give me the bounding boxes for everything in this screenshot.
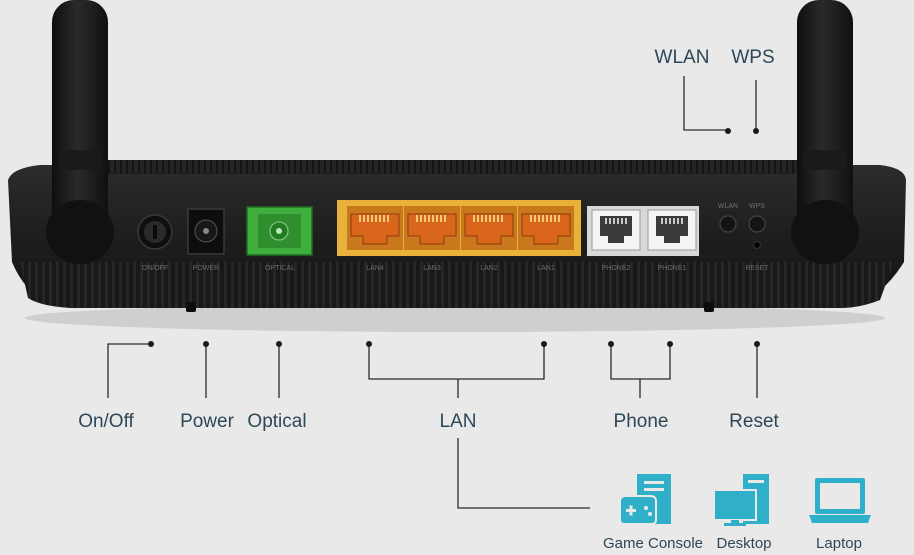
right-antenna [791, 0, 859, 264]
lan2-jack [461, 206, 517, 250]
phone1-jack [647, 209, 697, 251]
onoff-label: On/Off [78, 411, 134, 432]
top-callout-dots [725, 128, 759, 134]
phone2-port-text: PHONE2 [602, 265, 631, 272]
lan1-jack [518, 206, 574, 250]
phone-label: Phone [613, 411, 669, 432]
wps-label: WPS [731, 47, 775, 68]
onoff-button [137, 214, 173, 250]
power-label: Power [180, 411, 234, 432]
lan4-port-text: LAN4 [366, 265, 384, 272]
device-label-laptop: Laptop [816, 535, 862, 552]
power-jack [187, 208, 225, 255]
wlan-button [719, 215, 737, 233]
onoff-port-text: ON/OFF [142, 265, 168, 272]
bottom-callout-dots [148, 341, 760, 347]
reset-label: Reset [729, 411, 779, 432]
wps-port-text: WPS [749, 203, 765, 210]
reset-pinhole [753, 241, 761, 249]
device-label-desktop: Desktop [716, 535, 772, 552]
top-callout-lines [683, 76, 757, 131]
lan4-jack [347, 206, 403, 250]
reset-port-text: RESET [745, 265, 769, 272]
optical-port-text: OPTICAL [265, 265, 295, 272]
lan-label: LAN [439, 411, 477, 432]
laptop-icon [809, 478, 871, 523]
game-console-icon [619, 474, 671, 525]
left-antenna [46, 0, 114, 264]
optical-port [246, 206, 313, 256]
lan3-port-text: LAN3 [423, 265, 441, 272]
bottom-callout-lines [107, 343, 758, 509]
lan2-port-text: LAN2 [480, 265, 498, 272]
power-port-text: POWER [193, 265, 219, 272]
desktop-icon [713, 474, 769, 526]
wlan-port-text: WLAN [718, 203, 738, 210]
wlan-label: WLAN [654, 47, 710, 68]
phone-ports [587, 206, 699, 256]
optical-label: Optical [247, 411, 307, 432]
router-shadow [25, 304, 885, 332]
lan3-jack [404, 206, 460, 250]
phone1-port-text: PHONE1 [658, 265, 687, 272]
lan1-port-text: LAN1 [537, 265, 555, 272]
device-label-game-console: Game Console [602, 535, 704, 552]
lan-panel [337, 200, 581, 256]
phone2-jack [591, 209, 641, 251]
wps-button [748, 215, 766, 233]
